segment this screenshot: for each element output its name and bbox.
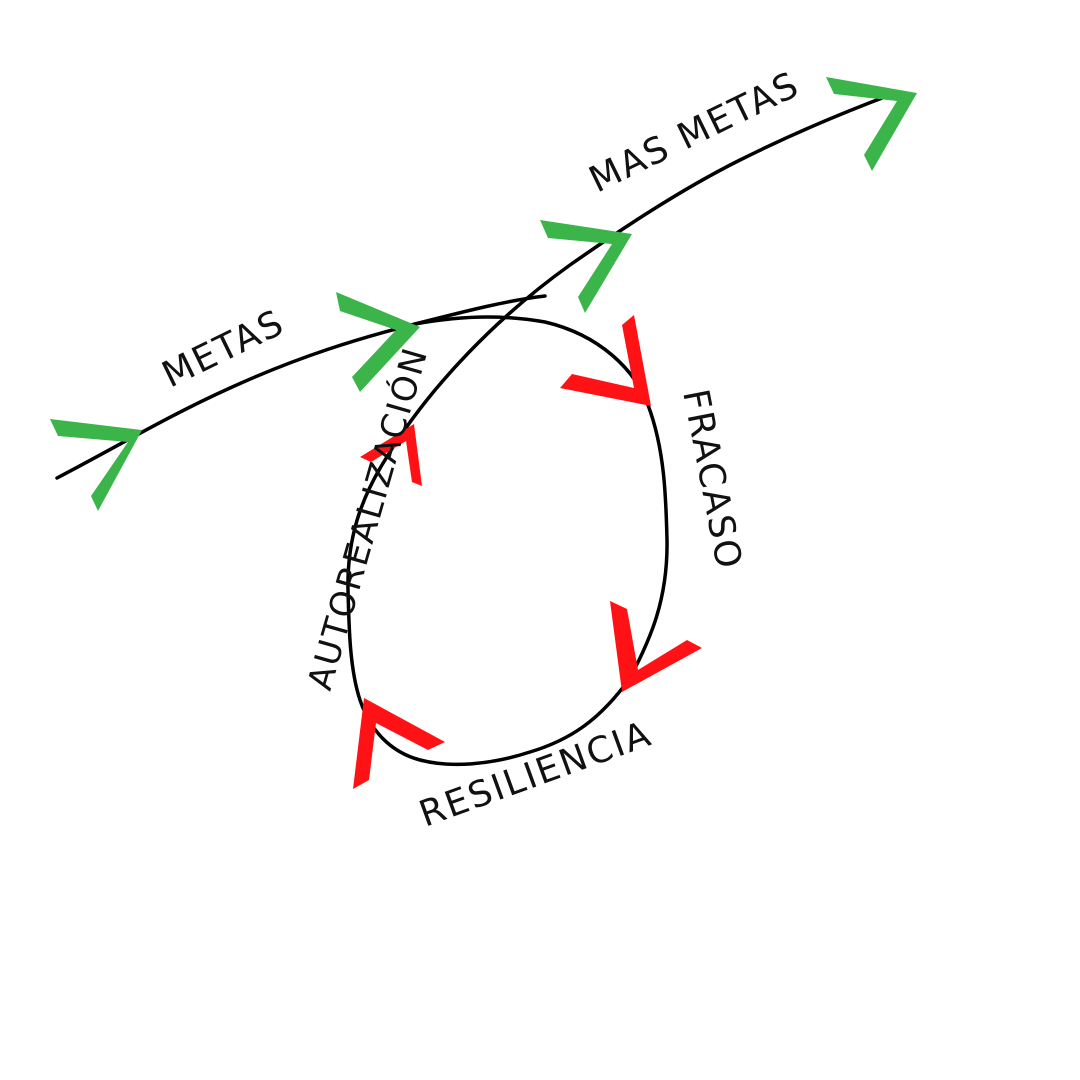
label-autorealizacion: AUTOREALIZACIÓN [299,342,436,694]
cycle-arrow-resiliencia-start [610,601,702,692]
label-fracaso: FRACASO [674,386,749,574]
label-metas: METAS [156,302,291,396]
cycle-arrow-autorealizacion [360,424,422,486]
goal-arrow-4 [826,77,917,171]
label-resiliencia: RESILIENCIA [414,713,657,835]
goal-arrow-1 [50,419,142,511]
goal-arrow-2 [336,292,420,392]
goal-path-line [55,294,547,480]
cycle-arrow-resiliencia-end [353,698,445,789]
cycle-arrows [353,315,702,789]
goal-arrow-3 [540,220,632,313]
goal-arrows [50,77,917,511]
cycle-arrow-fracaso [560,315,651,406]
label-mas-metas: MAS METAS [583,64,806,201]
